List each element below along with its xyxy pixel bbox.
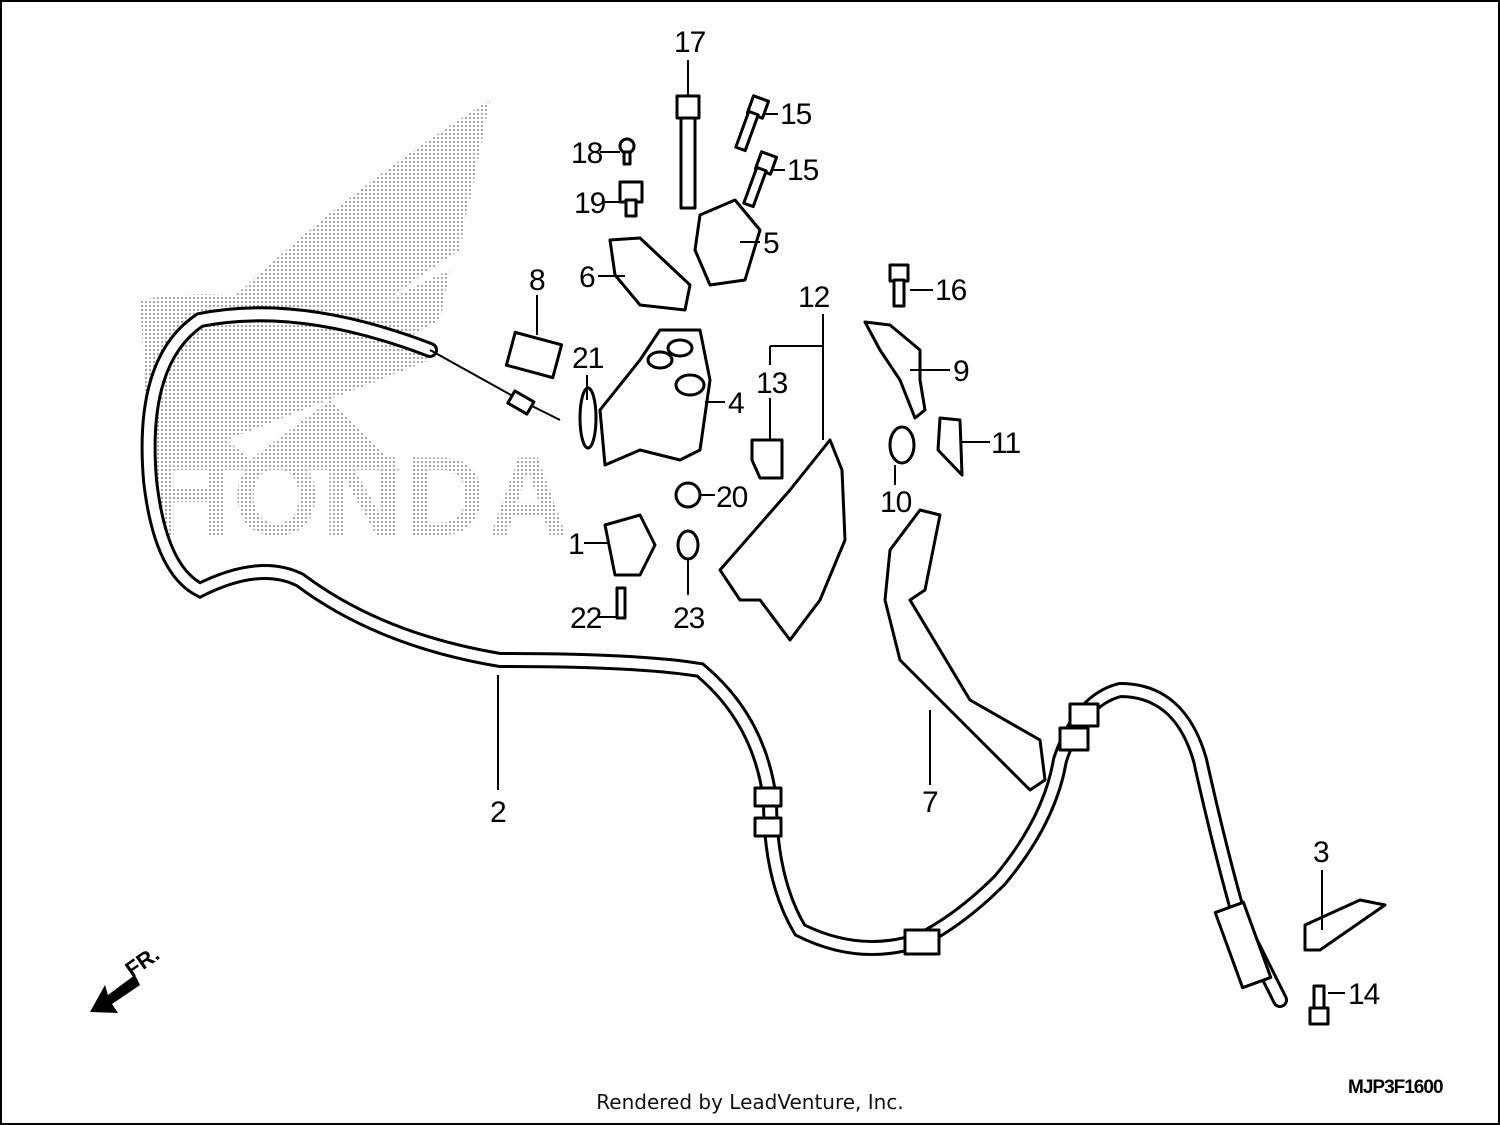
part-20-nut [674,481,702,509]
part-4-master-cylinder [598,328,712,467]
part-11-pad [936,416,964,477]
callout-17: 17 [674,26,706,59]
front-marker-label: FR. [121,941,164,982]
callout-16: 16 [935,274,967,307]
leader-lines [497,60,1345,994]
front-direction-arrow: FR. [90,941,164,1013]
callout-8: 8 [529,264,545,297]
part-6-plate [608,236,692,312]
callout-5: 5 [763,227,779,260]
part-5-holder [693,198,762,287]
part-8-spring [504,330,564,380]
callout-14: 14 [1348,978,1380,1011]
callout-21: 21 [572,342,604,375]
callout-20: 20 [716,481,748,514]
callout-22: 22 [570,602,602,635]
honda-wing-logo [140,100,490,470]
part-3-holder [1303,898,1387,952]
callout-1: 1 [568,528,584,561]
callout-7: 7 [922,786,938,819]
diagram-code: MJP3F1600 [1348,1077,1443,1098]
part-10-spring [888,425,916,465]
callout-15-lower: 15 [787,154,819,187]
part-16-bolt [888,263,910,308]
callout-18: 18 [571,137,603,170]
part-13-clip [750,438,784,480]
honda-watermark-text: HONDA [150,434,571,559]
callout-10: 10 [880,486,912,519]
callout-15-upper: 15 [780,98,812,131]
part-17-bolt [675,94,701,210]
credit-text: Rendered by LeadVenture, Inc. [596,1090,904,1114]
part-12-bracket [718,438,847,642]
callout-23: 23 [673,602,705,635]
callout-labels: 17 15 15 18 19 5 6 8 21 4 12 13 20 1 22 … [490,26,1381,1011]
callout-4: 4 [728,387,744,420]
callout-9: 9 [953,355,969,388]
part-7-pedal [883,508,1047,792]
callout-11: 11 [991,427,1020,460]
callout-12: 12 [798,281,830,314]
part-1-switch [603,513,657,620]
brake-cable [140,306,1288,1008]
callout-2: 2 [490,796,506,829]
part-14-bolt [1308,984,1330,1026]
part-18-19-fasteners [618,137,644,218]
callout-19: 19 [574,187,606,220]
callout-3: 3 [1313,836,1329,869]
part-15-bolts [734,94,779,209]
part-9-plate [863,320,927,420]
callout-13: 13 [756,367,788,400]
part-23-collar [676,529,700,561]
callout-6: 6 [579,261,595,294]
